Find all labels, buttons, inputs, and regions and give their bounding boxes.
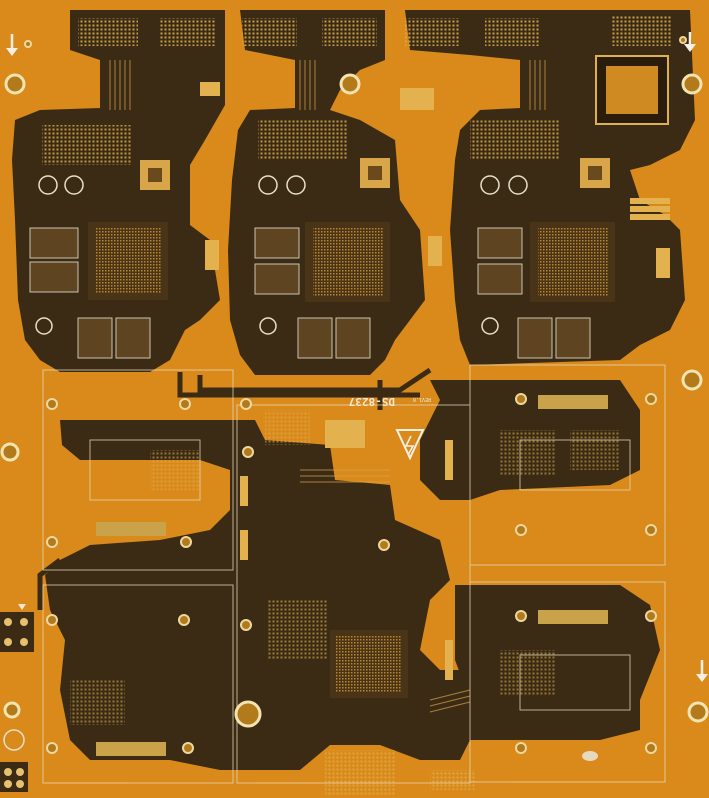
high-voltage-warning-icon (395, 429, 425, 461)
pin-header-left (0, 604, 34, 792)
mounting-holes (0, 73, 709, 728)
routing-traces (37, 367, 432, 762)
silkscreen-outlines (42, 364, 666, 784)
residue-mark (582, 751, 598, 761)
down-arrow-icon (684, 32, 696, 52)
down-arrow-icon (696, 660, 708, 682)
top-module-right (405, 10, 695, 365)
fine-traces (109, 60, 546, 713)
board-rev-text: REV1.0 (413, 396, 431, 402)
lower-circuit-region (45, 380, 660, 795)
board-silkscreen-label: DS-8237 REV1.0 (349, 395, 431, 408)
smd-pads (200, 82, 670, 680)
top-module-middle (228, 10, 425, 375)
down-arrow-icon (6, 34, 18, 56)
top-module-left (12, 10, 225, 372)
small-vias (24, 36, 687, 754)
board-id-text: DS-8237 (349, 395, 395, 408)
